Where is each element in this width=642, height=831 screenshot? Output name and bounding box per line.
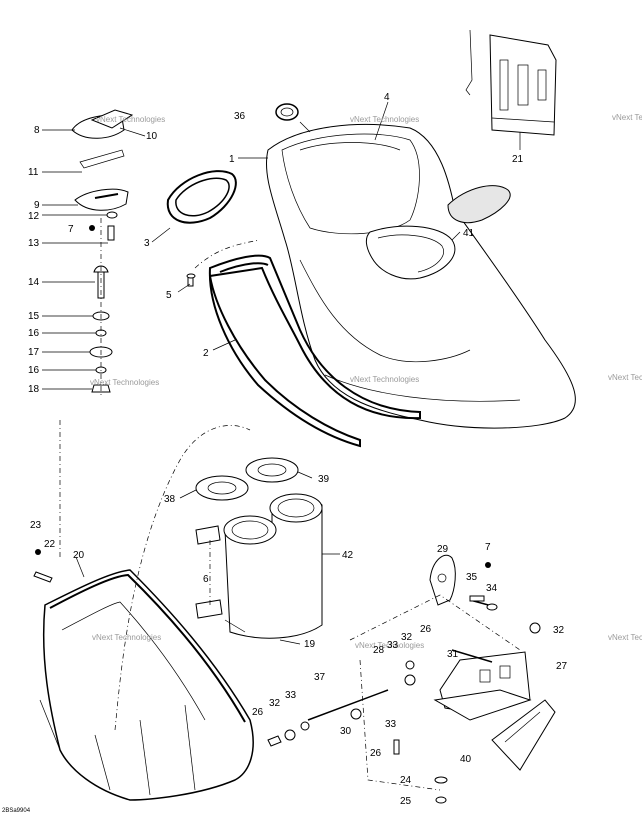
callout-6: 6 [203, 574, 209, 585]
callout-33c: 32 [553, 625, 565, 636]
callout-27: 26 [420, 624, 432, 635]
part-screw [186, 273, 196, 287]
callout-25: 25 [400, 796, 412, 807]
callout-37: 36 [234, 111, 246, 122]
part-pad [491, 699, 556, 771]
part-brackets [195, 525, 223, 619]
callout-34b: 33 [285, 690, 297, 701]
watermark: vNext Technologies [608, 633, 642, 642]
part-latch [71, 109, 134, 211]
callout-17: 17 [28, 347, 40, 358]
callout-42: 40 [460, 754, 472, 765]
callout-4: 4 [384, 92, 390, 103]
part-mount-plate [433, 651, 532, 721]
callout-35: 34 [486, 583, 498, 594]
callout-labels: 1 2 3 4 41 5 6 7 7 8 9 10 11 12 13 14 15… [2, 92, 568, 814]
part-seal-ring [166, 170, 237, 224]
callout-30: 29 [437, 544, 449, 555]
callout-13: 13 [28, 238, 40, 249]
callout-3: 3 [144, 238, 150, 249]
callout-36: 35 [466, 572, 478, 583]
callout-12: 12 [28, 211, 40, 222]
callout-38: 37 [314, 672, 326, 683]
callout-5: 5 [166, 290, 172, 301]
watermark: vNext Technologies [608, 373, 642, 382]
part-rivet [33, 549, 53, 583]
callout-34c: 33 [385, 719, 397, 730]
callout-43: 42 [342, 550, 354, 561]
part-tool-kit [465, 29, 557, 136]
watermark: vNext Technologies [350, 115, 419, 124]
callout-20: 20 [73, 550, 85, 561]
callout-15: 15 [28, 311, 40, 322]
part-grommet [275, 103, 299, 121]
callout-16: 16 [28, 328, 40, 339]
part-handle [429, 554, 456, 606]
callout-24: 24 [400, 775, 412, 786]
watermark-group: vNext Technologies vNext Technologies vN… [90, 113, 642, 650]
callout-28: 27 [556, 661, 568, 672]
callout-8: 8 [34, 125, 40, 136]
callout-1: 1 [229, 154, 235, 165]
callout-9: 9 [34, 200, 40, 211]
part-rod [267, 562, 541, 804]
callout-33a: 32 [401, 632, 413, 643]
callout-7b: 7 [485, 542, 491, 553]
callout-16b: 16 [28, 365, 40, 376]
watermark: vNext Technologies [612, 113, 642, 122]
part-cup-holder [223, 493, 323, 639]
watermark: vNext Technologies [355, 641, 424, 650]
callout-21: 21 [512, 154, 524, 165]
callout-11: 11 [28, 167, 39, 178]
callout-2: 2 [203, 348, 209, 359]
callout-14: 14 [28, 277, 40, 288]
part-mesh-pad [447, 185, 511, 224]
callout-26: 26 [370, 748, 382, 759]
callout-31: 30 [340, 726, 352, 737]
callout-18: 18 [28, 384, 40, 395]
part-gasket [208, 254, 421, 448]
callout-41: 41 [463, 228, 475, 239]
callout-23: 23 [30, 520, 42, 531]
callout-34a: 33 [387, 640, 399, 651]
callout-40: 39 [318, 474, 330, 485]
part-seat-cover [266, 124, 576, 429]
drawing-code: 2BSa9904 [2, 808, 31, 814]
leader-lines [42, 101, 521, 791]
part-hardware-stack [89, 211, 118, 393]
watermark: vNext Technologies [92, 633, 161, 642]
watermark: vNext Technologies [90, 378, 159, 387]
callout-29: 28 [373, 645, 385, 656]
part-caps [195, 457, 299, 501]
callout-27b: 26 [252, 707, 264, 718]
callout-33b: 32 [269, 698, 281, 709]
watermark: vNext Technologies [350, 375, 419, 384]
callout-22: 22 [44, 539, 56, 550]
callout-39: 38 [164, 494, 176, 505]
callout-19: 19 [304, 639, 316, 650]
callout-7: 7 [68, 224, 74, 235]
part-storage-bin [39, 569, 254, 801]
watermark: vNext Technologies [96, 115, 165, 124]
callout-32: 31 [447, 649, 459, 660]
callout-10: 10 [146, 131, 158, 142]
